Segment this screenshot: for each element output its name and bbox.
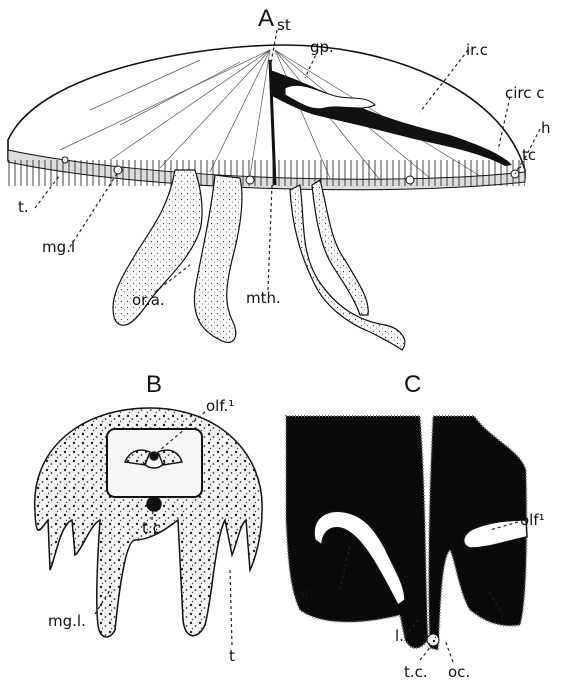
label-a-circc: circ c: [505, 84, 545, 102]
panel-b-letter: B: [146, 371, 162, 398]
label-a-mgl: mg.l: [42, 238, 75, 256]
label-a-st: st: [277, 16, 291, 34]
label-a-irc: ir.c: [466, 41, 488, 59]
oral-arms: [113, 170, 405, 350]
ephyra-central-box: [107, 429, 202, 497]
label-a-tc: tc: [522, 146, 536, 164]
panel-b: B olf.¹ t.c mg.l. t: [35, 371, 262, 665]
gonad-dark: [270, 70, 512, 166]
label-b-mgl: mg.l.: [48, 612, 86, 630]
panel-a-letter: A: [258, 5, 274, 32]
marginal-tentacle-fringe: [8, 160, 525, 186]
panel-c-letter: C: [404, 371, 421, 398]
label-c-h: h.: [500, 607, 514, 625]
label-c-olf1: olf¹: [520, 511, 545, 529]
label-a-mth: mth.: [246, 289, 281, 307]
label-b-t: t: [229, 647, 235, 665]
label-a-gp: gp.: [310, 38, 334, 56]
label-a-h: h: [541, 119, 551, 137]
label-b-tc: t.c: [142, 519, 161, 537]
label-b-olf1: olf.¹: [206, 397, 234, 415]
panel-a: A: [8, 5, 551, 350]
label-c-l: l.: [395, 627, 404, 645]
label-a-t: t.: [18, 198, 29, 216]
tentaculocyst: [427, 634, 439, 646]
label-c-olf2: olf.²: [296, 586, 324, 604]
label-c-tc: t.c.: [404, 663, 428, 681]
label-c-oc: oc.: [448, 663, 470, 681]
label-a-ora: or.a.: [132, 291, 165, 309]
panel-c: C olf¹ olf.² h. l. t.c. oc.: [286, 371, 545, 681]
